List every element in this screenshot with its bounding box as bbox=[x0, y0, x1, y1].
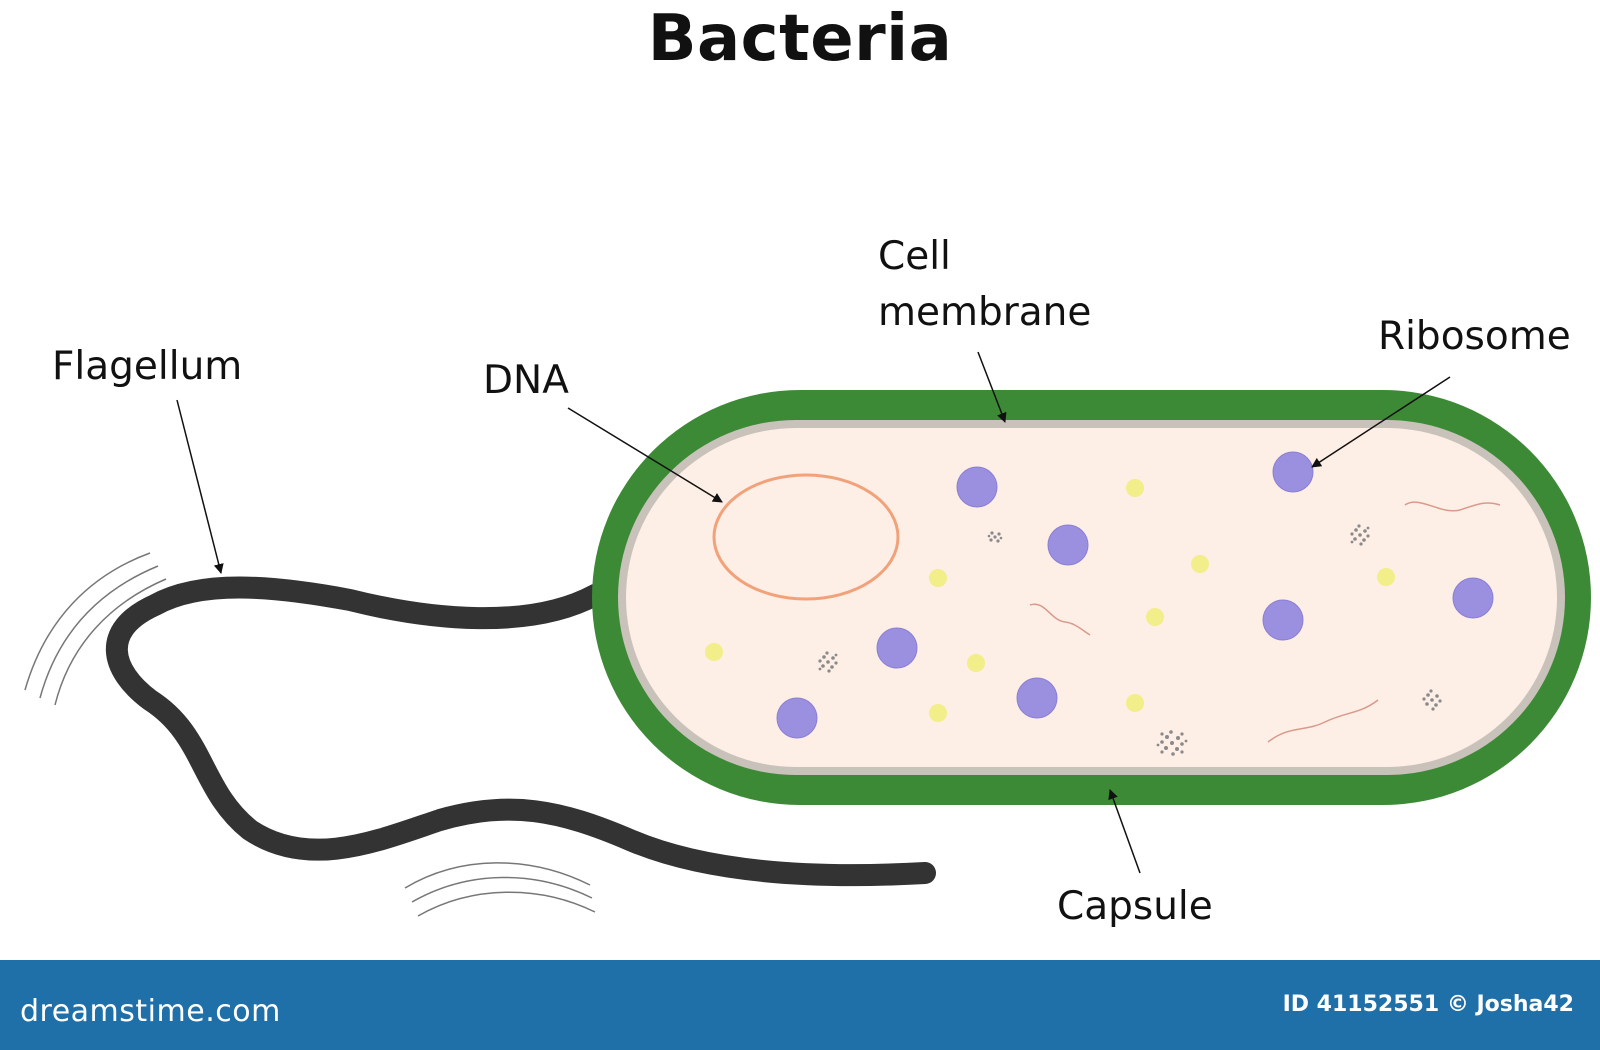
image-id: ID 41152551 bbox=[1282, 992, 1440, 1017]
granule bbox=[967, 654, 985, 672]
leader-lines bbox=[176, 351, 1451, 874]
flagellum bbox=[105, 576, 936, 887]
diagram-canvas bbox=[24, 351, 1591, 917]
inclusion-bodies bbox=[818, 524, 1442, 756]
flagellum-label: Flagellum bbox=[52, 344, 243, 389]
inclusion-body bbox=[1350, 524, 1370, 546]
granule bbox=[1377, 568, 1395, 586]
cell-membrane-label-line2: membrane bbox=[878, 290, 1092, 335]
ribosome-label: Ribosome bbox=[1378, 314, 1571, 359]
dna-label: DNA bbox=[483, 358, 569, 403]
brand-logo: dreamstime.com bbox=[20, 994, 281, 1029]
ribosomes bbox=[776, 451, 1494, 739]
ribosome bbox=[956, 466, 998, 508]
granules bbox=[705, 479, 1395, 722]
granule bbox=[1146, 608, 1164, 626]
granule bbox=[1126, 479, 1144, 497]
granule bbox=[1191, 555, 1209, 573]
ribosome bbox=[1262, 599, 1304, 641]
ribosome bbox=[776, 697, 818, 739]
cytoplasm bbox=[626, 428, 1557, 767]
motion-lines-left bbox=[24, 552, 167, 706]
ribosome bbox=[1452, 577, 1494, 619]
granule bbox=[705, 643, 723, 661]
capsule-label: Capsule bbox=[1057, 884, 1213, 929]
granule bbox=[929, 569, 947, 587]
image-credit: ID 41152551 © Josha42 bbox=[1283, 992, 1574, 1017]
ribosome bbox=[1016, 677, 1058, 719]
cell-membrane-label-line1: Cell bbox=[878, 234, 951, 279]
ribosome bbox=[876, 627, 918, 669]
watermark-footer: dreamstime.com ID 41152551 © Josha42 bbox=[0, 960, 1600, 1050]
plasmid-strands bbox=[1029, 501, 1501, 743]
capsule-leader bbox=[1108, 789, 1141, 874]
granule bbox=[929, 704, 947, 722]
granule bbox=[1126, 694, 1144, 712]
ribosome-leader bbox=[1311, 376, 1451, 468]
page-title: Bacteria bbox=[647, 2, 953, 76]
inclusion-body bbox=[987, 531, 1003, 543]
dna-leader bbox=[567, 407, 723, 503]
ribosome bbox=[1047, 524, 1089, 566]
flagellum-leader bbox=[176, 399, 224, 574]
inclusion-body bbox=[1422, 689, 1442, 711]
dna-nucleoid bbox=[712, 473, 900, 601]
motion-lines-bottom bbox=[404, 862, 596, 917]
inclusion-body bbox=[1156, 730, 1188, 756]
ribosome bbox=[1272, 451, 1314, 493]
cell-membrane-leader bbox=[977, 351, 1007, 423]
copyright: © Josha42 bbox=[1446, 992, 1574, 1017]
inclusion-body bbox=[818, 651, 838, 673]
